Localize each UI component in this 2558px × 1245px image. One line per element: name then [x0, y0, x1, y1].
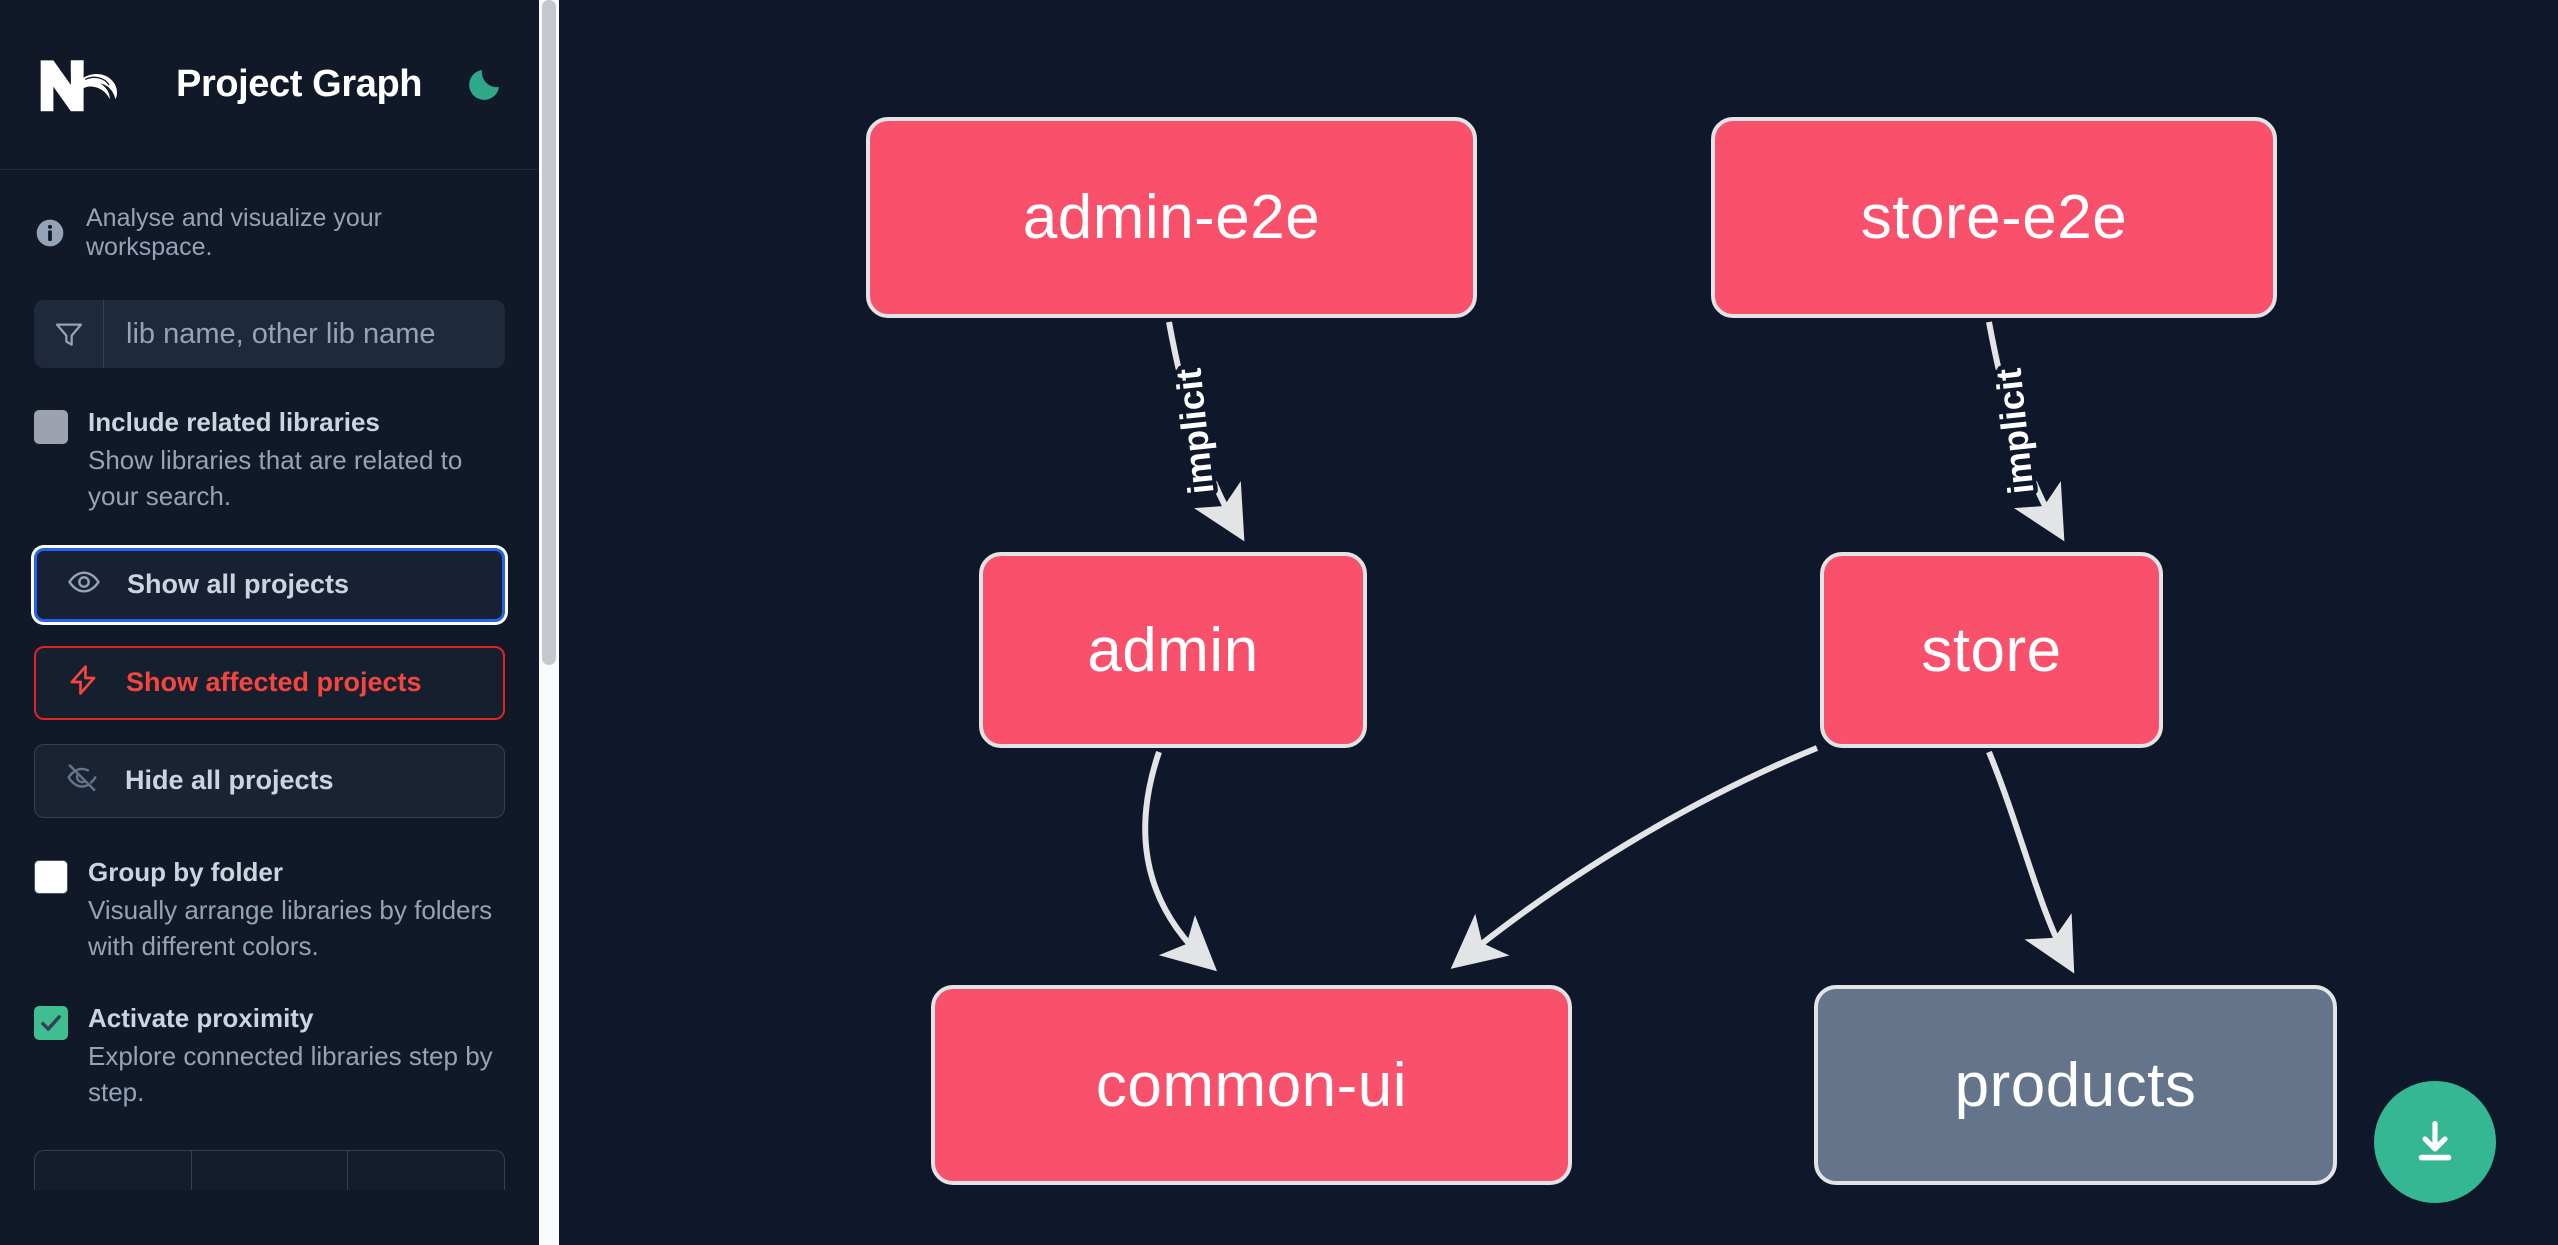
svg-text:implicit: implicit	[1168, 366, 1222, 496]
edge-label-implicit-store: implicit implicit	[1983, 362, 2046, 501]
project-visibility-buttons: Show all projects Show affected projects	[0, 514, 539, 818]
checkbox-box[interactable]	[34, 410, 68, 444]
graph-node-admin-e2e[interactable]: admin-e2e	[866, 117, 1477, 318]
node-label: store-e2e	[1860, 183, 2128, 252]
sidebar-scrollbar[interactable]	[539, 0, 559, 1245]
lightning-icon	[66, 663, 100, 702]
graph-node-products[interactable]: products	[1814, 985, 2337, 1185]
workspace-info: Analyse and visualize your workspace.	[0, 170, 539, 262]
moon-icon[interactable]	[462, 61, 505, 109]
edge-store-e2e-to-store	[1986, 321, 2065, 542]
check-icon	[41, 1015, 61, 1031]
download-icon	[2418, 1120, 2452, 1161]
graph-edges: implicit implicit implicit implicit	[1142, 321, 2075, 974]
node-label: common-ui	[1095, 1050, 1408, 1120]
checkbox-label: Activate proximity	[88, 1002, 314, 1033]
graph-node-common-ui[interactable]: common-ui	[931, 985, 1572, 1185]
edge-admin-to-common-ui	[1142, 751, 1218, 972]
checkbox-description: Explore connected libraries step by step…	[88, 1041, 493, 1107]
graph-node-admin[interactable]: admin	[979, 552, 1367, 748]
hide-all-projects-button[interactable]: Hide all projects	[34, 743, 505, 818]
graph-canvas[interactable]: implicit implicit implicit implicit admi…	[559, 0, 2558, 1245]
graph-node-store[interactable]: store	[1820, 552, 2163, 748]
graph-node-store-e2e[interactable]: store-e2e	[1711, 117, 2277, 318]
segment-option-1[interactable]	[35, 1151, 191, 1190]
sidebar: Project Graph Analyse and visualize your…	[0, 0, 559, 1245]
show-affected-projects-button[interactable]: Show affected projects	[34, 645, 505, 720]
page-title: Project Graph	[176, 63, 423, 105]
checkbox-include-related-libraries[interactable]: Include related libraries Show libraries…	[0, 368, 539, 514]
edge-store-to-products	[1986, 750, 2075, 974]
edge-store-to-common-ui	[1450, 745, 1819, 969]
search-container	[0, 262, 539, 368]
checkbox-description: Visually arrange libraries by folders wi…	[88, 895, 493, 961]
show-all-projects-button[interactable]: Show all projects	[34, 547, 505, 622]
node-label: admin	[1087, 615, 1259, 685]
sidebar-scrollbar-thumb[interactable]	[542, 0, 556, 665]
edge-label-implicit-admin: implicit implicit	[1163, 362, 1226, 501]
svg-text:implicit: implicit	[1988, 366, 2042, 496]
text-filter-segmented-control[interactable]	[34, 1149, 505, 1190]
eye-icon	[67, 565, 101, 604]
checkbox-label: Group by folder	[88, 856, 283, 887]
checkbox-activate-proximity[interactable]: Activate proximity Explore connected lib…	[0, 964, 539, 1110]
workspace-info-text: Analyse and visualize your workspace.	[86, 204, 382, 261]
download-graph-button[interactable]	[2374, 1081, 2496, 1203]
search-input[interactable]	[104, 300, 505, 368]
button-label: Show affected projects	[126, 667, 422, 698]
button-label: Hide all projects	[125, 765, 334, 796]
info-circle-icon	[34, 217, 66, 249]
checkbox-group-by-folder[interactable]: Group by folder Visually arrange librari…	[0, 818, 539, 964]
button-label: Show all projects	[127, 569, 350, 600]
filter-funnel-icon	[34, 300, 104, 368]
segment-option-3[interactable]	[347, 1150, 504, 1190]
node-label: admin-e2e	[1022, 183, 1321, 252]
checkbox-box[interactable]	[34, 1005, 68, 1040]
checkbox-label: Include related libraries	[88, 407, 380, 437]
sidebar-header: Project Graph	[0, 0, 539, 170]
node-label: store	[1921, 615, 2062, 685]
eye-off-icon	[65, 761, 99, 800]
checkbox-box[interactable]	[34, 859, 68, 894]
nx-logo-icon	[34, 54, 130, 116]
checkbox-description: Show libraries that are related to your …	[88, 445, 463, 511]
node-label: products	[1954, 1050, 2197, 1120]
segment-option-2[interactable]	[190, 1150, 348, 1190]
edge-admin-e2e-to-admin	[1166, 321, 1245, 542]
